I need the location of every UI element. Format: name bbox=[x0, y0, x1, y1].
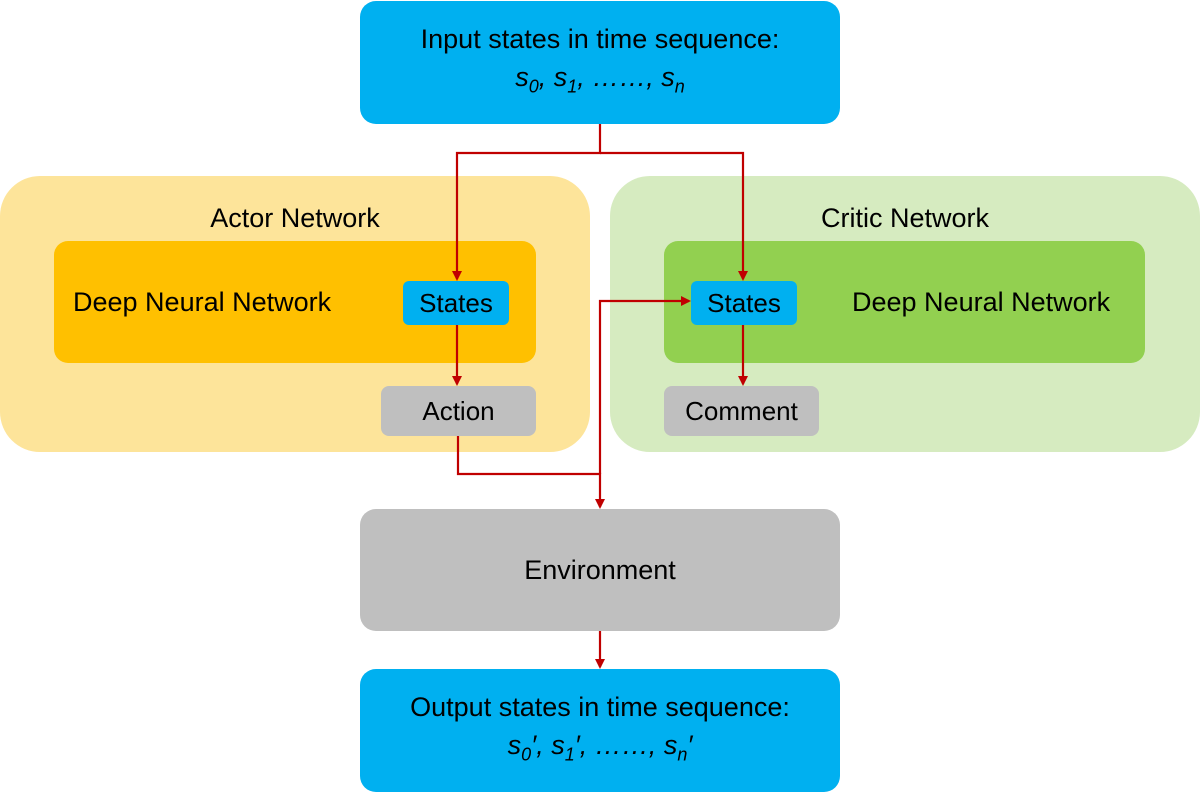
output-states-sequence: s0′, s1′, ……, sn′ bbox=[507, 729, 693, 765]
output-states-title: Output states in time sequence: bbox=[410, 691, 790, 722]
input-states-box: Input states in time sequence: s0, s1, …… bbox=[360, 1, 840, 124]
arrow-input-to-critic-states bbox=[600, 151, 748, 281]
critic-comment-box: Comment bbox=[664, 386, 819, 436]
input-states-sequence: s0, s1, ……, sn bbox=[515, 61, 685, 97]
critic-states-box: States bbox=[691, 281, 797, 325]
arrow-input-to-actor-states bbox=[452, 124, 602, 281]
actor-dnn-label: Deep Neural Network bbox=[73, 287, 332, 317]
input-states-title: Input states in time sequence: bbox=[420, 23, 780, 54]
arrow-action-to-environment bbox=[456, 436, 605, 509]
arrow-action-to-critic-states bbox=[598, 296, 691, 474]
output-states-box: Output states in time sequence: s0′, s1′… bbox=[360, 669, 840, 792]
actor-action-box: Action bbox=[381, 386, 536, 436]
actor-network-title: Actor Network bbox=[210, 203, 380, 233]
environment-box: Environment bbox=[360, 509, 840, 631]
critic-network-title: Critic Network bbox=[820, 203, 989, 233]
critic-dnn-label: Deep Neural Network bbox=[852, 287, 1111, 317]
actor-states-box: States bbox=[403, 281, 509, 325]
